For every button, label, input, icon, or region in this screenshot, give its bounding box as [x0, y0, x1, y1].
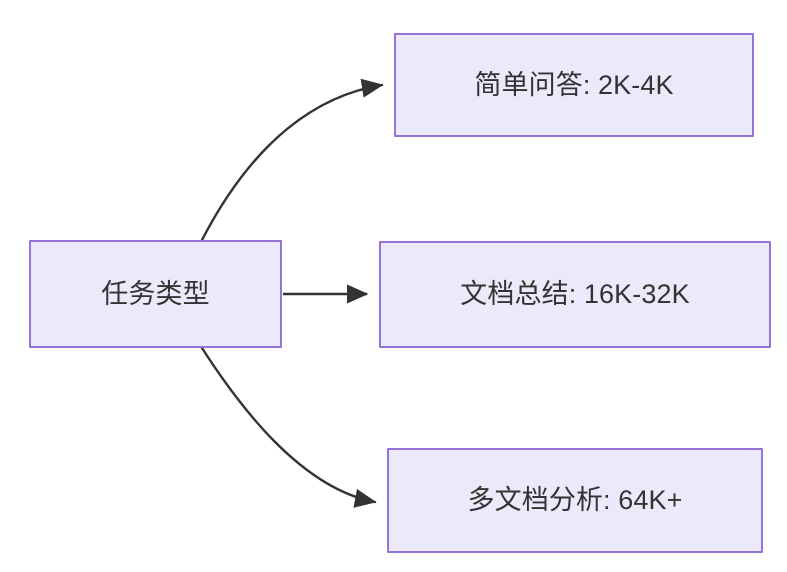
node-label: 简单问答: 2K-4K [474, 69, 674, 100]
node-simple-qa[interactable]: 简单问答: 2K-4K [394, 33, 754, 137]
node-multi-document-analysis[interactable]: 多文档分析: 64K+ [387, 448, 763, 553]
edge-source-to-multidoc [200, 346, 377, 508]
node-document-summary[interactable]: 文档总结: 16K-32K [379, 241, 771, 348]
node-label: 多文档分析: 64K+ [467, 485, 683, 516]
node-label: 文档总结: 16K-32K [460, 279, 690, 310]
node-label: 任务类型 [101, 278, 210, 309]
edge-source-to-simple [200, 78, 384, 242]
node-task-type[interactable]: 任务类型 [29, 240, 282, 348]
